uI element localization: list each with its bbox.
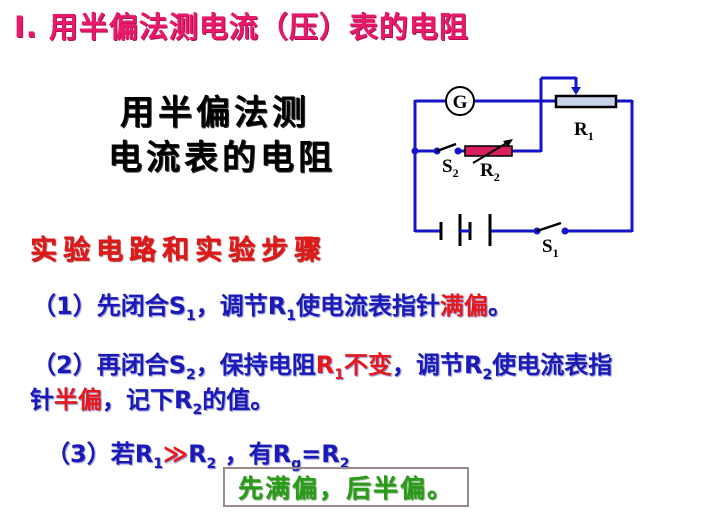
step-2-line-1: （2）再闭合S2，保持电阻R1不变，调节R2使电流表指 xyxy=(32,351,613,383)
note-box: 先满偏，后半偏。 xyxy=(223,467,469,507)
section-heading: 实验电路和实验步骤 xyxy=(30,235,327,266)
galvanometer-icon xyxy=(445,86,475,116)
subtitle-line-2: 电流表的电阻 xyxy=(108,138,336,178)
svg-text:S2: S2 xyxy=(442,156,459,180)
highlight-half-deflection: 半偏 xyxy=(54,386,102,414)
svg-text:R1: R1 xyxy=(574,119,594,143)
much-greater-than-symbol: ≫ xyxy=(162,440,189,468)
rheostat-r1-icon xyxy=(554,94,618,109)
svg-text:R2: R2 xyxy=(480,160,500,184)
highlight-full-deflection: 满偏 xyxy=(439,292,488,320)
switch-s2-icon xyxy=(436,142,457,153)
slider-arrow-icon xyxy=(571,87,581,95)
note-text: 先满偏，后半偏。 xyxy=(237,474,454,503)
subtitle-line-1: 用半偏法测 xyxy=(120,93,310,133)
switch-s1-icon xyxy=(536,221,562,233)
page-title: I. 用半偏法测电流（压）表的电阻 xyxy=(14,10,469,44)
step-1: （1）先闭合S1，调节R1使电流表指针满偏。 xyxy=(32,292,512,324)
step-3: （3）若R1≫R2 ，有Rg=R2 xyxy=(46,440,350,472)
resistance-box-r2-icon xyxy=(464,145,513,157)
svg-text:G: G xyxy=(453,92,468,113)
svg-text:S1: S1 xyxy=(542,236,559,260)
step-2-line-2: 针半偏，记下R2的值。 xyxy=(30,386,275,418)
